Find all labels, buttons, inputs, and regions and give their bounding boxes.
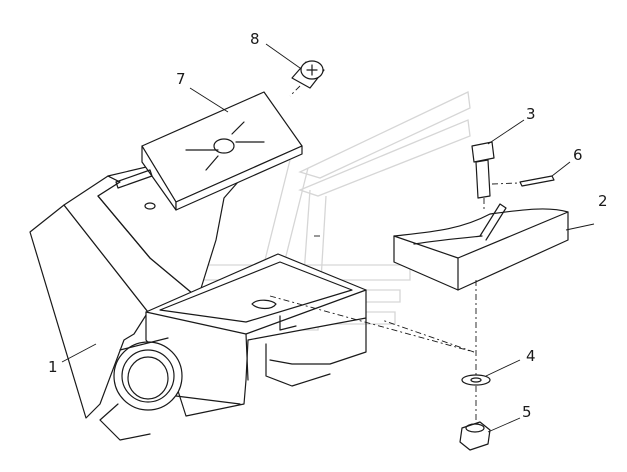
callout-7: 7: [176, 70, 186, 88]
callout-8: 8: [250, 30, 260, 48]
callout-2: 2: [598, 192, 608, 210]
assembly-lines: [269, 235, 477, 424]
leader-lines: [61, 43, 595, 433]
part-6-pin: [491, 175, 555, 187]
callout-1: 1: [48, 358, 58, 376]
part-8-screw: [289, 60, 325, 97]
part-2-saddle-block: [393, 203, 569, 291]
part-3-bolt: [471, 141, 495, 212]
part-4-washer: [461, 374, 491, 386]
callout-3: 3: [526, 105, 536, 123]
part-7-clamp-block: [115, 91, 303, 211]
callout-5: 5: [522, 403, 532, 421]
callout-4: 4: [526, 347, 536, 365]
part-5-castle-nut: [459, 421, 491, 451]
callout-6: 6: [573, 146, 583, 164]
